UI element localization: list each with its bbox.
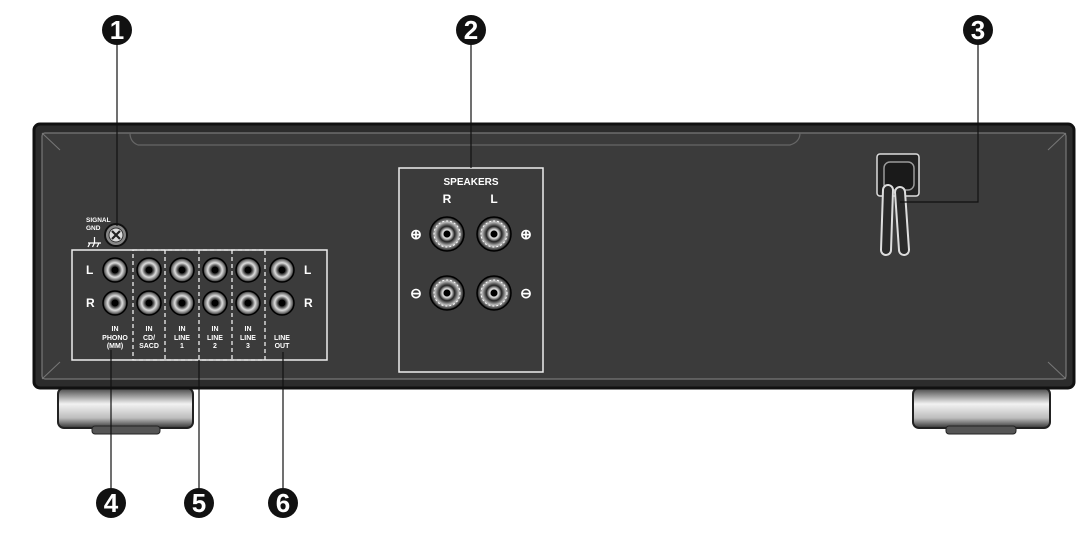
ground-symbol-icon	[87, 237, 101, 248]
speaker-post-l-minus	[476, 275, 512, 311]
callout-5: 5	[184, 488, 214, 518]
phono-label-2: (MM)	[107, 343, 123, 350]
signal-gnd-terminal: SIGNAL GND	[86, 217, 128, 248]
cd-label-2: SACD	[139, 343, 159, 350]
svg-text:5: 5	[192, 488, 206, 518]
svg-text:1: 1	[110, 15, 124, 45]
lineout-label-2: OUT	[275, 343, 291, 350]
rca-jack-phono-l	[102, 257, 128, 283]
line1-label-2: 1	[180, 343, 184, 350]
svg-text:3: 3	[971, 15, 985, 45]
speaker-post-r-minus	[429, 275, 465, 311]
rca-jack-lineout-r	[269, 290, 295, 316]
line1-in-label: IN	[179, 326, 186, 333]
line1-label-1: LINE	[174, 335, 190, 342]
cd-in-label: IN	[146, 326, 153, 333]
callout-6: 6	[268, 488, 298, 518]
svg-text:2: 2	[464, 15, 478, 45]
speaker-minus-left-icon: ⊖	[410, 285, 422, 301]
input-ch-r-label: R	[86, 296, 95, 310]
callout-2: 2	[456, 15, 486, 45]
output-ch-r-label: R	[304, 296, 313, 310]
rca-jack-line2-l	[202, 257, 228, 283]
rca-jack-line2-r	[202, 290, 228, 316]
svg-text:4: 4	[104, 488, 119, 518]
callout-1: 1	[102, 15, 132, 45]
speaker-plus-right-icon: ⊕	[520, 226, 532, 242]
speaker-plus-left-icon: ⊕	[410, 226, 422, 242]
rca-jack-lineout-l	[269, 257, 295, 283]
rca-jack-line1-l	[169, 257, 195, 283]
chassis	[32, 122, 1076, 390]
signal-gnd-label-2: GND	[86, 225, 101, 232]
rca-jack-line3-l	[235, 257, 261, 283]
screw-cross-icon	[111, 230, 121, 240]
speakers-ch-l-label: L	[490, 192, 497, 206]
speaker-minus-right-icon: ⊖	[520, 285, 532, 301]
line3-label-2: 3	[246, 343, 250, 350]
left-foot	[57, 387, 194, 435]
lineout-label-1: LINE	[274, 335, 290, 342]
rca-jack-line3-r	[235, 290, 261, 316]
phono-label-1: PHONO	[102, 335, 128, 342]
callout-4: 4	[96, 488, 126, 518]
rca-jack-cd-l	[136, 257, 162, 283]
speaker-post-r-plus	[429, 216, 465, 252]
callout-3: 3	[963, 15, 993, 45]
right-foot	[912, 387, 1051, 435]
svg-text:6: 6	[276, 488, 290, 518]
rca-jack-phono-r	[102, 290, 128, 316]
line2-in-label: IN	[212, 326, 219, 333]
output-ch-l-label: L	[304, 263, 311, 277]
rca-jack-cd-r	[136, 290, 162, 316]
speakers-title: SPEAKERS	[443, 177, 498, 188]
rca-jack-line1-r	[169, 290, 195, 316]
speaker-terminal-panel: SPEAKERS R L ⊕ ⊕ ⊖ ⊖	[398, 167, 544, 373]
speakers-ch-r-label: R	[443, 192, 452, 206]
line3-in-label: IN	[245, 326, 252, 333]
speaker-post-l-plus	[476, 216, 512, 252]
input-ch-l-label: L	[86, 263, 93, 277]
signal-gnd-label-1: SIGNAL	[86, 217, 111, 224]
line2-label-1: LINE	[207, 335, 223, 342]
cd-label-1: CD/	[143, 335, 155, 342]
line3-label-1: LINE	[240, 335, 256, 342]
phono-in-label: IN	[112, 326, 119, 333]
callout-leader-lines	[110, 44, 979, 488]
line2-label-2: 2	[213, 343, 217, 350]
